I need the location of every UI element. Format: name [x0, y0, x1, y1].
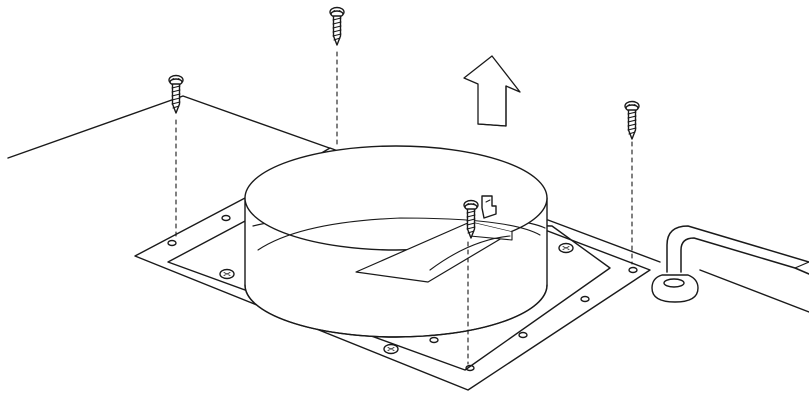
- plate-hole: [580, 295, 590, 303]
- screw-right-icon: [624, 100, 640, 140]
- plate-screw-icon: [558, 242, 574, 254]
- plate-hole: [628, 266, 638, 274]
- plate-hole: [518, 331, 528, 339]
- up-arrow-icon: [463, 55, 521, 127]
- plate-screw-icon: [383, 343, 399, 355]
- plate-hole: [167, 239, 177, 247]
- power-cable: [666, 225, 809, 275]
- plate-hole: [221, 214, 231, 222]
- screw-top-left-icon: [168, 74, 184, 114]
- screw-top-center-icon: [329, 6, 345, 46]
- cable-grommet: [651, 274, 699, 303]
- plate-hole: [429, 336, 439, 344]
- plate-screw-icon: [219, 268, 235, 280]
- plate-hole: [465, 364, 475, 372]
- ceiling-panel: [7, 95, 809, 313]
- duct-collar: [244, 145, 548, 338]
- guide-lines: [175, 51, 633, 365]
